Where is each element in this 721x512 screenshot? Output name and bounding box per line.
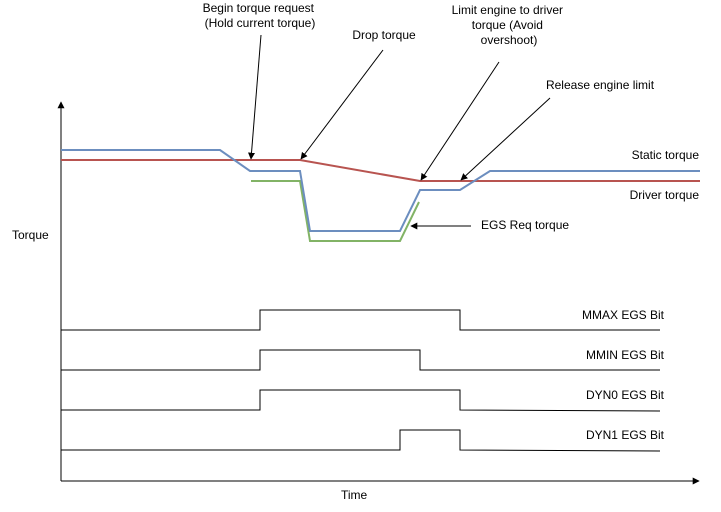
y-axis-label: Torque xyxy=(12,228,49,242)
mmin-signal-label: MMIN EGS Bit xyxy=(586,348,665,362)
mmax-signal-label: MMAX EGS Bit xyxy=(582,308,665,322)
begin-request-label-line1: Begin torque request xyxy=(203,1,315,15)
x-axis-label: Time xyxy=(341,488,368,502)
release-limit-label: Release engine limit xyxy=(546,78,655,92)
begin-request-arrow xyxy=(248,34,262,160)
dyn1-signal-label: DYN1 EGS Bit xyxy=(586,428,665,442)
drop-torque-arrow xyxy=(300,49,384,160)
dyn0-signal-label: DYN0 EGS Bit xyxy=(586,388,665,402)
limit-engine-arrow xyxy=(420,61,500,181)
dyn1-signal xyxy=(61,429,661,452)
egs-req-torque-line xyxy=(251,180,420,242)
driver-torque-label: Driver torque xyxy=(630,188,700,202)
dyn0-signal xyxy=(61,389,661,412)
begin-request-label: Begin torque request (Hold current torqu… xyxy=(203,1,318,30)
drop-torque-label: Drop torque xyxy=(352,28,416,42)
driver-torque-line xyxy=(61,159,700,182)
release-limit-arrow xyxy=(460,97,551,181)
mmax-signal xyxy=(61,309,660,331)
begin-request-label-line2: (Hold current torque) xyxy=(205,16,316,30)
static-torque-line xyxy=(61,149,700,232)
static-torque-label: Static torque xyxy=(632,148,700,162)
limit-engine-label: Limit engine to driver torque (Avoid ove… xyxy=(452,3,567,47)
limit-engine-label-line2: torque (Avoid xyxy=(472,18,543,32)
limit-engine-label-line1: Limit engine to driver xyxy=(452,3,563,17)
mmin-signal xyxy=(61,349,660,371)
limit-engine-label-line3: overshoot) xyxy=(481,33,538,47)
egs-req-label: EGS Req torque xyxy=(481,218,569,232)
